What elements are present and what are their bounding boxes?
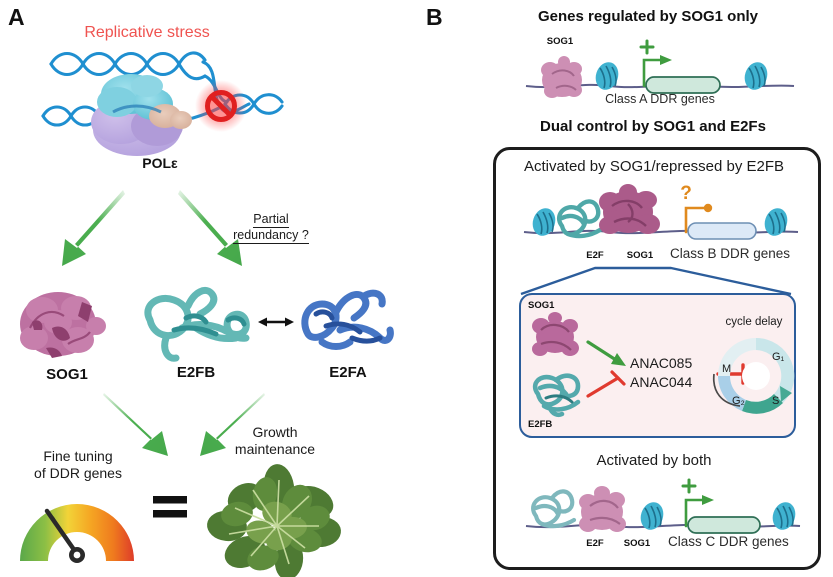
anac044-label: ANAC044 xyxy=(630,374,693,390)
fine-tuning-line2: of DDR genes xyxy=(34,465,122,481)
growth-line1: Growth xyxy=(252,424,298,440)
class-c-nucleosome-2 xyxy=(772,502,796,530)
class-c-sog1-label: SOG1 xyxy=(623,538,651,549)
arabidopsis-rosette-icon xyxy=(205,464,350,577)
cycle-phase-g1 xyxy=(756,337,795,403)
anac-targets: ANAC085 ANAC044 xyxy=(630,354,720,392)
arrow-pol-to-sog1 xyxy=(55,186,135,271)
protein-e2fb-structure xyxy=(136,284,266,366)
cycle-feedback-arc xyxy=(712,373,741,407)
subpanel-bottom-title: Activated by both xyxy=(596,452,712,469)
e2fb-represses-anac-bar xyxy=(586,370,630,402)
partial-redundancy-line1: Partial xyxy=(253,212,289,228)
panel-b-letter: B xyxy=(426,4,443,30)
class-c-tss-arrowhead xyxy=(702,495,714,505)
class-b-e2f-label: E2F xyxy=(586,250,604,261)
fine-tuning-text: Fine tuning of DDR genes xyxy=(8,448,148,482)
class-a-gene-diagram xyxy=(520,39,800,104)
anac085-label: ANAC085 xyxy=(630,355,693,371)
inset-e2fb-label: E2FB xyxy=(528,419,553,430)
class-b-nucleosome-1 xyxy=(532,208,556,236)
class-b-tss-arrow xyxy=(684,206,706,234)
class-b-dna-line xyxy=(523,229,799,235)
growth-maintenance-text: Growth maintenance xyxy=(210,424,340,458)
cycle-phase-s xyxy=(742,394,783,414)
arrow-e2f-to-outcome xyxy=(186,390,268,462)
cycle-phase-g2 xyxy=(718,376,746,411)
growth-line2: maintenance xyxy=(234,441,316,457)
class-b-sog1-protein xyxy=(599,184,660,234)
class-a-sog1-protein xyxy=(541,56,582,98)
leaf-veins xyxy=(228,479,319,565)
class-c-e2f-label: E2F xyxy=(586,538,604,549)
class-b-tss-dot xyxy=(703,203,713,213)
class-c-sog1-protein xyxy=(579,486,626,532)
replicative-stress-label: Replicative stress xyxy=(84,24,210,41)
class-b-question-mark: ? xyxy=(680,183,692,204)
cycle-delay-title: cycle delay xyxy=(725,316,783,328)
class-b-gene-diagram xyxy=(518,182,804,248)
cycle-label-s: S xyxy=(772,395,779,407)
class-c-e2f-protein xyxy=(531,489,577,529)
sog1-label: SOG1 xyxy=(46,366,88,383)
inset-sog1-label: SOG1 xyxy=(528,300,555,311)
partial-redundancy-line2: redundancy ? xyxy=(233,228,309,244)
e2fb-label: E2FB xyxy=(176,364,216,381)
class-b-sog1-label: SOG1 xyxy=(626,250,654,261)
equals-symbol xyxy=(150,490,192,524)
polymerase-label: POLε xyxy=(142,155,178,171)
inset-e2fb-protein xyxy=(524,370,590,420)
class-b-gene-body xyxy=(687,222,757,240)
cycle-label-g1: G₁ xyxy=(772,351,785,363)
fine-tuning-line1: Fine tuning xyxy=(43,448,113,464)
arrow-sog1-to-outcome xyxy=(100,390,182,462)
cycle-label-g2: G₂ xyxy=(732,395,745,407)
e2fb-e2fa-interaction-arrow xyxy=(258,314,294,330)
replication-block-icon xyxy=(195,80,247,132)
class-a-gene-label: Class A DDR genes xyxy=(605,92,715,106)
class-c-gene-body xyxy=(687,516,761,534)
dual-control-title: Dual control by SOG1 and E2Fs xyxy=(540,118,766,135)
class-b-nucleosome-2 xyxy=(764,208,788,236)
class-a-nucleosome-1 xyxy=(595,62,619,90)
protein-sog1-structure xyxy=(12,288,122,366)
polymerase-dna-illustration xyxy=(35,42,285,157)
class-a-plus-icon xyxy=(639,39,655,55)
inset-funnel-connector xyxy=(519,264,793,296)
funnel-lines xyxy=(520,266,792,296)
sog1-activates-anac-arrow xyxy=(586,338,630,370)
cell-cycle-donut: G₁ S G₂ M xyxy=(710,330,802,422)
class-c-nucleosome-1 xyxy=(640,502,664,530)
class-a-tss-arrow xyxy=(642,58,664,88)
class-a-sog1-label: SOG1 xyxy=(546,36,574,47)
class-c-gene-label: Class C DDR genes xyxy=(668,534,789,549)
cycle-label-m: M xyxy=(722,363,731,375)
class-a-gene-body xyxy=(645,76,721,94)
protein-e2fa-structure xyxy=(292,286,402,366)
arrow-pol-to-e2fb xyxy=(172,186,252,271)
class-b-e2f-protein xyxy=(556,199,603,239)
fine-tuning-gauge xyxy=(14,489,140,567)
e2fa-label: E2FA xyxy=(329,364,367,381)
subpanel-top-title: Activated by SOG1/repressed by E2FB xyxy=(523,158,785,175)
class-c-gene-diagram xyxy=(520,476,806,542)
class-a-tss-arrowhead xyxy=(660,55,672,65)
inset-sog1-protein xyxy=(525,312,587,364)
polymerase-complex xyxy=(91,74,192,156)
class-c-tss-arrow xyxy=(684,498,706,528)
class-b-gene-label: Class B DDR genes xyxy=(670,246,791,261)
rosette-leaves xyxy=(207,464,341,577)
class-c-plus-icon xyxy=(681,478,697,494)
gauge-needle xyxy=(44,508,85,563)
panel-a-letter: A xyxy=(8,4,25,30)
class-a-nucleosome-2 xyxy=(744,62,768,90)
partial-redundancy-note: Partial redundancy ? xyxy=(216,212,326,244)
sog1-only-title: Genes regulated by SOG1 only xyxy=(537,8,759,25)
